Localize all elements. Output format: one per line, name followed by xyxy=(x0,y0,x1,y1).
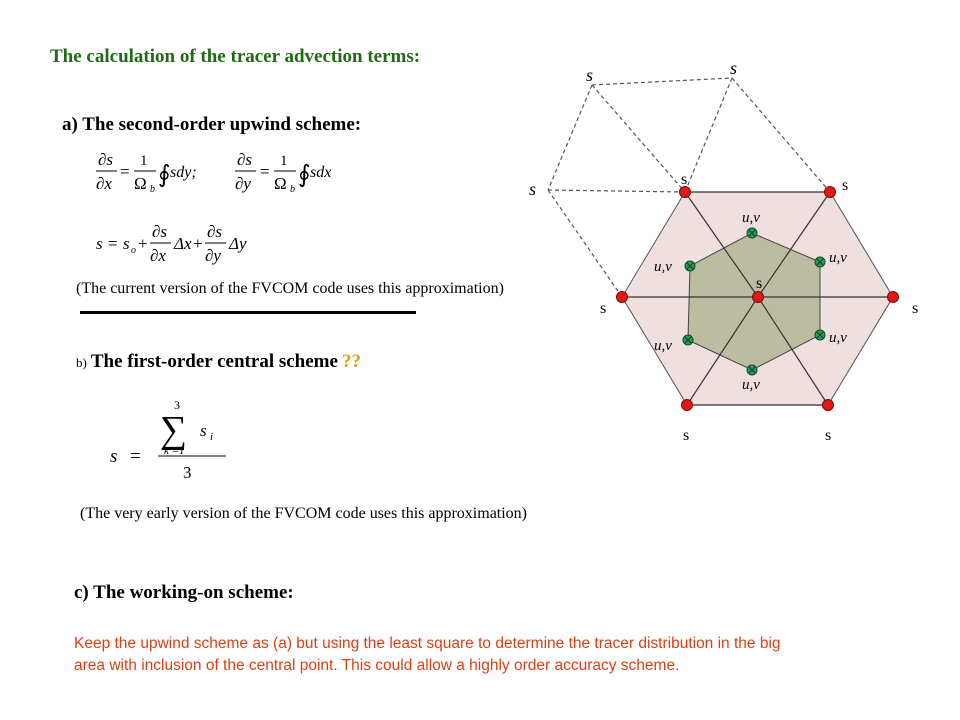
eqb-equals: = xyxy=(130,446,141,467)
equation-central-average: s = 3 ∑ k =1 s i 3 xyxy=(110,398,226,482)
eq3-equals: = xyxy=(108,234,118,253)
triangular-grid-diagram: s s s s s s s s s s u,v u,v u,v u,v u,v … xyxy=(529,58,918,444)
eq1-dx: ∂x xyxy=(96,174,112,193)
uv-node-top xyxy=(746,227,758,239)
section-a-heading: a) The second-order upwind scheme: xyxy=(62,114,362,135)
label-s-center: s xyxy=(756,275,762,292)
diagram-labels: s s s s s s s s s s u,v u,v u,v u,v u,v … xyxy=(529,58,918,444)
label-s-hex-bottom-left: s xyxy=(683,427,689,444)
eqb-denominator: 3 xyxy=(183,463,192,482)
eqb-sum-sign: ∑ xyxy=(160,409,187,451)
eqb-term: s xyxy=(200,421,207,440)
label-s-hex-top-right: s xyxy=(842,177,848,194)
label-uv-upper-right: u,v xyxy=(829,250,847,266)
eq3-ds2: ∂s xyxy=(207,222,222,241)
eq2-ds: ∂s xyxy=(237,150,252,169)
eq1-one: 1 xyxy=(140,153,148,169)
uv-node-lower-left xyxy=(682,334,694,346)
eq3-delta-x: Δx xyxy=(173,234,192,253)
page-title: The calculation of the tracer advection … xyxy=(50,46,421,67)
uv-node-upper-left xyxy=(684,260,696,272)
label-uv-lower-right: u,v xyxy=(829,330,847,346)
section-c-text-line2: area with inclusion of the central point… xyxy=(74,657,680,674)
eq1-integrand: sdy; xyxy=(170,164,197,181)
label-s-hex-left: s xyxy=(600,300,606,317)
eqb-upper-limit: 3 xyxy=(174,398,180,412)
s-node-left xyxy=(616,291,628,303)
label-s-left: s xyxy=(529,179,536,199)
eq3-lhs: s xyxy=(96,234,103,253)
section-divider xyxy=(80,311,416,314)
s-node-bottom-left xyxy=(681,399,693,411)
eq1-omega: Ω xyxy=(134,174,147,193)
eq1-contour-integral: ∮ xyxy=(158,162,171,188)
s-node-bottom-right xyxy=(822,399,834,411)
s-node-center xyxy=(752,291,764,303)
section-b-question-marks: ?? xyxy=(341,351,361,372)
section-b-note: (The very early version of the FVCOM cod… xyxy=(80,505,528,522)
eq2-one: 1 xyxy=(280,153,288,169)
eq2-omega-sub: b xyxy=(290,184,295,195)
equation-s-expansion: s = s o + ∂s ∂x Δx + ∂s ∂y Δy xyxy=(96,222,247,265)
section-b-prefix: b) xyxy=(76,355,87,370)
eq3-delta-y: Δy xyxy=(228,234,247,253)
label-s-hex-bottom-right: s xyxy=(825,427,831,444)
label-uv-bottom: u,v xyxy=(742,377,760,393)
s-node-right xyxy=(887,291,899,303)
label-uv-lower-left: u,v xyxy=(654,338,672,354)
eq1-omega-sub: b xyxy=(150,184,155,195)
eqb-lower-limit: k =1 xyxy=(164,445,185,457)
section-c-heading: c) The working-on scheme: xyxy=(74,582,294,603)
label-s-hex-top-left: s xyxy=(681,171,687,188)
section-b-heading-row: b) The first-order central scheme ?? xyxy=(76,351,361,373)
section-c-text-line1: Keep the upwind scheme as (a) but using … xyxy=(74,635,781,652)
eq3-s0-sub: o xyxy=(131,245,136,256)
label-uv-top: u,v xyxy=(742,210,760,226)
label-s-top: s xyxy=(730,58,737,78)
eq3-ds1: ∂s xyxy=(152,222,167,241)
eq1-ds: ∂s xyxy=(98,150,113,169)
eq2-contour-integral: ∮ xyxy=(298,162,311,188)
eq2-integrand: sdx xyxy=(310,164,331,181)
uv-node-upper-right xyxy=(814,256,826,268)
eq3-dy: ∂y xyxy=(205,246,221,265)
eq2-dy: ∂y xyxy=(235,174,251,193)
s-node-top-left xyxy=(679,186,691,198)
s-nodes xyxy=(616,186,899,411)
label-s-top-left: s xyxy=(586,65,593,85)
outer-triangles-dashed xyxy=(547,77,831,298)
eq2-omega: Ω xyxy=(274,174,287,193)
s-node-top-right xyxy=(824,186,836,198)
eq3-plus2: + xyxy=(193,234,203,253)
eq3-s0: s xyxy=(123,234,130,253)
uv-node-lower-right xyxy=(814,329,826,341)
label-s-hex-right: s xyxy=(912,300,918,317)
eq3-dx: ∂x xyxy=(150,246,166,265)
uv-nodes xyxy=(682,227,826,376)
equation-ds-dx-dy: ∂s ∂x = 1 Ω b ∮ sdy; ∂s ∂y = 1 Ω b ∮ sdx xyxy=(96,150,331,195)
eq1-equals: = xyxy=(120,162,130,181)
eqb-lhs: s xyxy=(110,446,117,467)
label-uv-upper-left: u,v xyxy=(654,259,672,275)
uv-node-bottom xyxy=(746,364,758,376)
section-b-heading: The first-order central scheme xyxy=(90,351,338,372)
eq3-plus1: + xyxy=(138,234,148,253)
eqb-term-sub: i xyxy=(210,431,213,443)
eq2-equals: = xyxy=(260,162,270,181)
section-a-note: (The current version of the FVCOM code u… xyxy=(76,280,504,297)
